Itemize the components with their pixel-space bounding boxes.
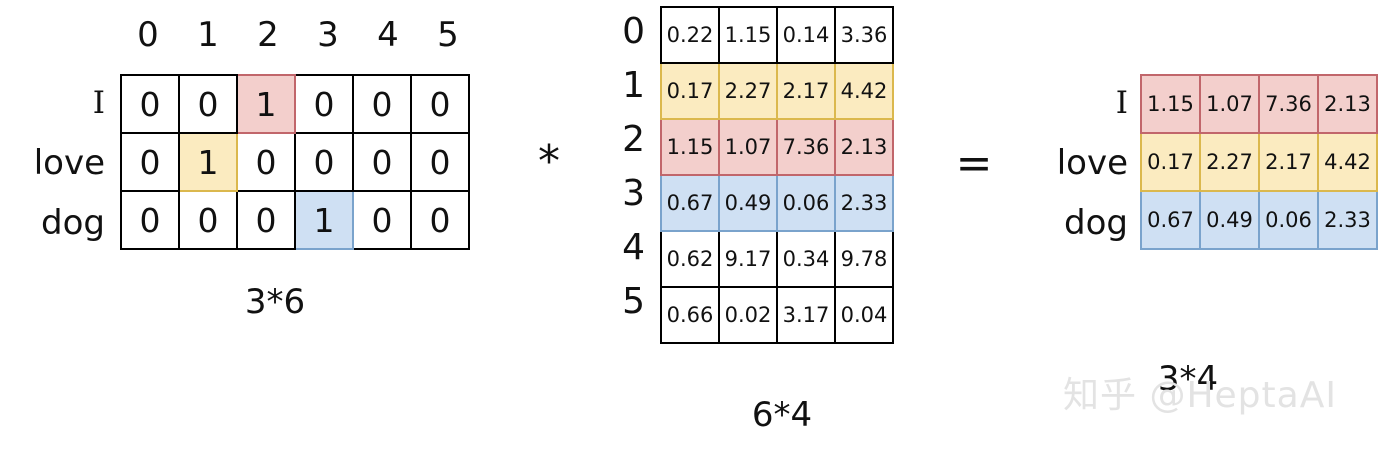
cell-r0c0: 1.15 [1140,74,1201,134]
mid-matrix-shape-caption: 6*4 [751,395,813,435]
cell-r1c0: 0.17 [660,62,720,120]
cell-r2c1: 0 [178,190,238,250]
table-row: 0 0 1 0 0 0 [120,74,470,134]
left-col-header-4: 4 [377,15,399,55]
cell-r2c5: 0 [410,190,470,250]
left-row-label-i: I [92,85,105,121]
mid-row-header-0: 0 [622,11,645,52]
table-row: 0.67 0.49 0.06 2.33 [1140,190,1378,250]
cell-r2c0: 0.67 [1140,190,1201,250]
left-col-header-1: 1 [197,15,219,55]
right-row-label-i: I [1115,85,1128,121]
cell-r1c0: 0.17 [1140,132,1201,192]
right-matrix-shape-caption: 3*4 [1157,359,1219,399]
left-col-header-0: 0 [137,15,159,55]
mid-row-header-2: 2 [622,119,645,160]
cell-r4c0: 0.62 [660,230,720,288]
table-row: 0 1 0 0 0 0 [120,132,470,192]
cell-r1c0: 0 [120,132,180,192]
cell-r1c2: 2.17 [1258,132,1319,192]
table-row: 0.17 2.27 2.17 4.42 [660,62,894,120]
mid-row-header-3: 3 [622,173,645,214]
cell-r2c1: 1.07 [718,118,778,176]
cell-r0c3: 2.13 [1317,74,1378,134]
cell-r0c3: 3.36 [834,6,894,64]
table-row: 0.67 0.49 0.06 2.33 [660,174,894,232]
mid-row-header-5: 5 [622,281,645,322]
cell-r1c4: 0 [352,132,412,192]
cell-r2c1: 0.49 [1199,190,1260,250]
table-row: 1.15 1.07 7.36 2.13 [660,118,894,176]
one-hot-matrix: 0 0 1 0 0 0 0 1 0 0 0 0 0 0 0 1 0 0 [120,74,470,250]
cell-r0c0: 0 [120,74,180,134]
cell-r1c3: 4.42 [834,62,894,120]
cell-r3c3: 2.33 [834,174,894,232]
cell-r2c0: 1.15 [660,118,720,176]
left-row-label-love: love [33,143,105,183]
cell-r4c2: 0.34 [776,230,836,288]
cell-r0c4: 0 [352,74,412,134]
cell-r0c1: 1.07 [1199,74,1260,134]
right-row-label-love: love [1056,143,1128,183]
right-row-label-dog: dog [1064,203,1128,243]
cell-r1c5: 0 [410,132,470,192]
cell-r2c3: 1 [294,190,354,250]
cell-r1c2: 2.17 [776,62,836,120]
cell-r1c1: 2.27 [718,62,778,120]
watermark: 知乎 @HeptaAI [1063,375,1337,416]
cell-r0c1: 0 [178,74,238,134]
cell-r1c3: 0 [294,132,354,192]
mid-row-header-4: 4 [622,227,645,268]
cell-r1c3: 4.42 [1317,132,1378,192]
cell-r3c2: 0.06 [776,174,836,232]
table-row: 0 0 0 1 0 0 [120,190,470,250]
cell-r0c2: 1 [236,74,296,134]
cell-r5c2: 3.17 [776,286,836,344]
cell-r0c1: 1.15 [718,6,778,64]
left-col-header-2: 2 [257,15,279,55]
left-row-label-dog: dog [41,203,105,243]
multiply-operator: * [538,136,560,187]
table-row: 1.15 1.07 7.36 2.13 [1140,74,1378,134]
left-matrix-shape-caption: 3*6 [244,282,306,322]
cell-r0c3: 0 [294,74,354,134]
cell-r2c3: 2.33 [1317,190,1378,250]
mid-row-header-1: 1 [622,65,645,106]
cell-r5c3: 0.04 [834,286,894,344]
cell-r1c2: 0 [236,132,296,192]
table-row: 0.62 9.17 0.34 9.78 [660,230,894,288]
cell-r2c2: 7.36 [776,118,836,176]
cell-r3c0: 0.67 [660,174,720,232]
cell-r0c5: 0 [410,74,470,134]
embedding-table-matrix: 0.22 1.15 0.14 3.36 0.17 2.27 2.17 4.42 … [660,6,894,344]
equals-operator: = [955,138,993,189]
left-col-header-3: 3 [317,15,339,55]
cell-r2c4: 0 [352,190,412,250]
cell-r0c0: 0.22 [660,6,720,64]
cell-r2c3: 2.13 [834,118,894,176]
cell-r2c2: 0 [236,190,296,250]
table-row: 0.22 1.15 0.14 3.36 [660,6,894,64]
cell-r2c2: 0.06 [1258,190,1319,250]
cell-r0c2: 0.14 [776,6,836,64]
cell-r0c2: 7.36 [1258,74,1319,134]
table-row: 0.66 0.02 3.17 0.04 [660,286,894,344]
cell-r4c3: 9.78 [834,230,894,288]
table-row: 0.17 2.27 2.17 4.42 [1140,132,1378,192]
cell-r3c1: 0.49 [718,174,778,232]
left-col-header-5: 5 [437,15,459,55]
cell-r4c1: 9.17 [718,230,778,288]
cell-r1c1: 2.27 [1199,132,1260,192]
cell-r2c0: 0 [120,190,180,250]
cell-r1c1: 1 [178,132,238,192]
cell-r5c1: 0.02 [718,286,778,344]
cell-r5c0: 0.66 [660,286,720,344]
result-matrix: 1.15 1.07 7.36 2.13 0.17 2.27 2.17 4.42 … [1140,74,1378,250]
